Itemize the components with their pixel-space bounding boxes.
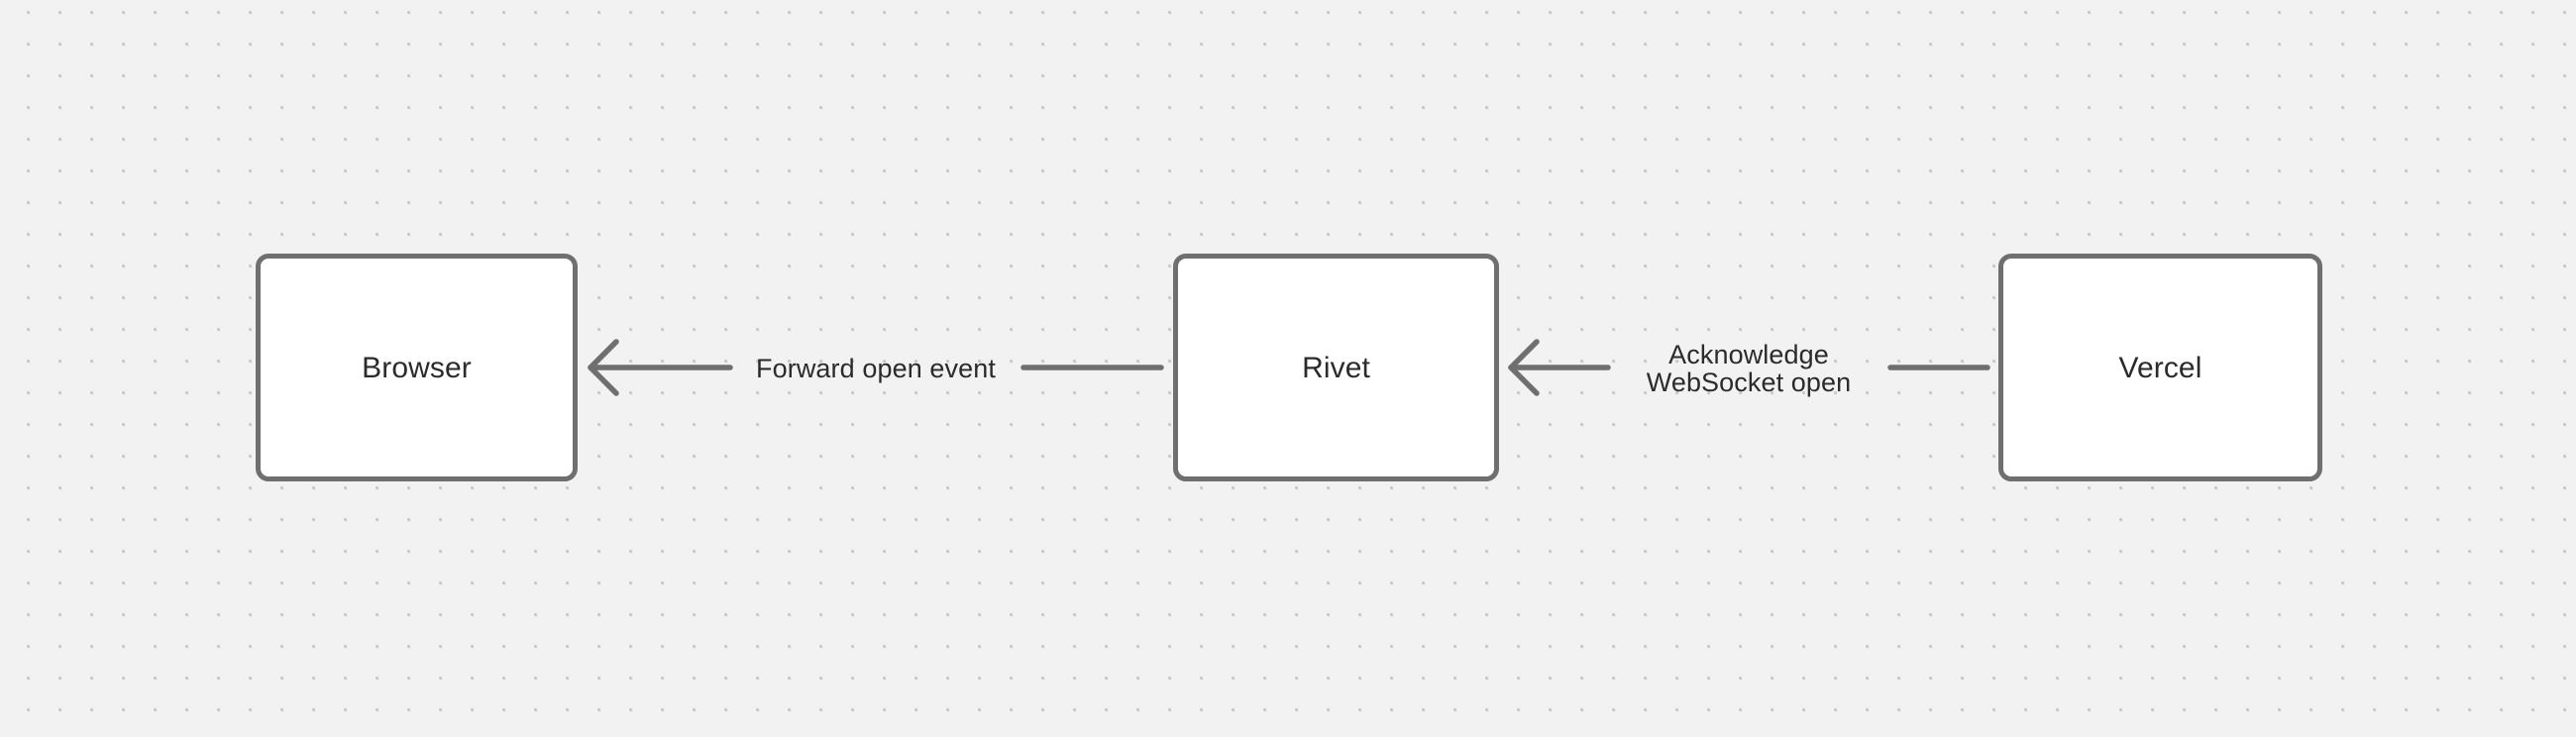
edge-label-forward-open-event: Forward open event — [756, 355, 996, 382]
edge-1-arrowhead — [588, 339, 619, 396]
node-vercel[interactable]: Vercel — [1998, 254, 2322, 481]
edge-1-label-line-1: Forward open event — [756, 353, 996, 383]
edge-2-label-line-1: Acknowledge — [1668, 339, 1829, 369]
edge-2-label-line-2: WebSocket open — [1646, 368, 1852, 397]
node-rivet-label: Rivet — [1302, 351, 1370, 384]
edge-label-acknowledge-websocket-open: Acknowledge WebSocket open — [1647, 341, 1852, 396]
node-browser[interactable]: Browser — [256, 254, 578, 481]
node-vercel-label: Vercel — [2118, 351, 2202, 384]
node-browser-label: Browser — [362, 351, 472, 384]
node-rivet[interactable]: Rivet — [1173, 254, 1499, 481]
edge-2-arrowhead — [1508, 339, 1540, 396]
